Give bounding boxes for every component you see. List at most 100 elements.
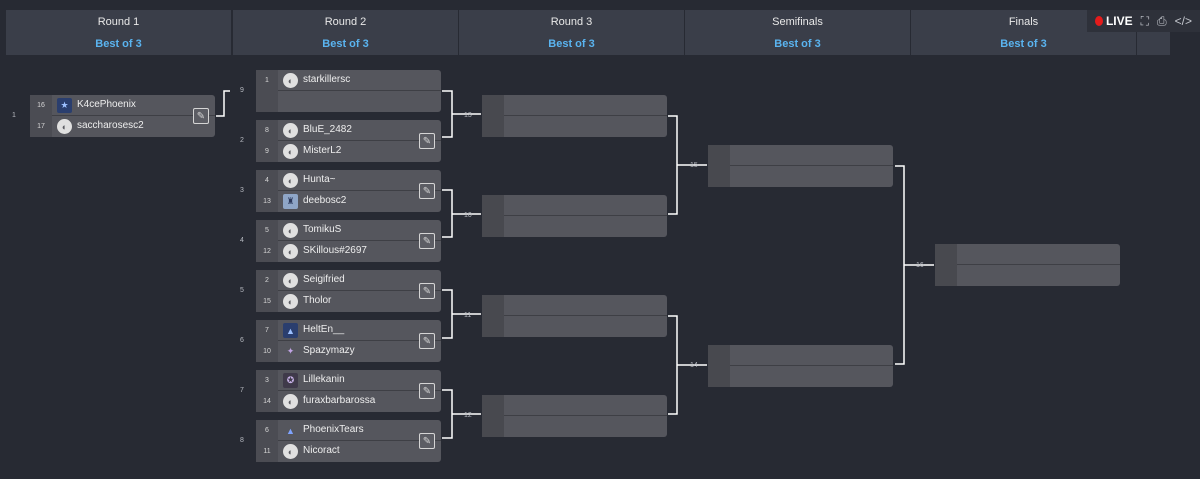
player-name[interactable]: TomikuS [303,224,342,235]
match-slot[interactable]: 17 ◐ saccharosesc2 [30,116,215,137]
match-10[interactable] [482,195,667,237]
match-7[interactable]: 3 ✪ Lillekanin 14 ◐ furaxbarbarossa ✎ [256,370,441,412]
match-slot[interactable] [708,145,893,166]
match-slot[interactable] [482,116,667,137]
seed-number [256,91,278,112]
edit-match-icon[interactable]: ✎ [419,233,435,249]
player-name[interactable]: PhoenixTears [303,424,364,435]
match-slot[interactable]: 11 ◐ Nicoract [256,441,441,462]
match-13[interactable] [482,95,667,137]
match-slot[interactable] [935,244,1120,265]
player-name[interactable]: MisterL2 [303,145,342,156]
round-name: Round 3 [550,16,593,28]
match-slot[interactable] [482,316,667,337]
match-3[interactable]: 4 ◐ Hunta~ 13 ♜ deebosc2 ✎ [256,170,441,212]
match-number: 1 [12,112,16,119]
match-slot[interactable]: 15 ◐ Tholor [256,291,441,312]
match-9[interactable]: 1 ◐ starkillersc [256,70,441,112]
seed-number [482,295,504,316]
player-name[interactable]: saccharosesc2 [77,120,144,131]
match-5[interactable]: 2 ◐ Seigifried 15 ◐ Tholor ✎ [256,270,441,312]
match-12[interactable] [482,395,667,437]
match-number: 2 [240,137,244,144]
round-header-2: Round 2 Best of 3 [233,10,458,55]
match-slot[interactable] [482,95,667,116]
match-slot[interactable]: 10 ✦ Spazymazy [256,341,441,362]
match-slot[interactable] [482,295,667,316]
match-2[interactable]: 8 ◐ BluE_2482 9 ◐ MisterL2 ✎ [256,120,441,162]
match-slot[interactable]: 1 ◐ starkillersc [256,70,441,91]
player-name[interactable]: deebosc2 [303,195,347,206]
match-slot[interactable] [482,416,667,437]
live-label[interactable]: LIVE [1105,14,1133,28]
player-name[interactable]: BluE_2482 [303,124,352,135]
match-slot[interactable]: 12 ◐ SKillous#2697 [256,241,441,262]
match-slot[interactable] [482,195,667,216]
print-icon[interactable]: ⎙ [1157,13,1167,28]
match-slot[interactable] [256,91,441,112]
seed-number: 2 [256,270,278,291]
match-slot[interactable]: 4 ◐ Hunta~ [256,170,441,191]
match-slot[interactable]: 7 ▲ HeltEn__ [256,320,441,341]
player-name[interactable]: Tholor [303,295,332,306]
edit-match-icon[interactable]: ✎ [193,108,209,124]
player-avatar: ▲ [286,425,295,436]
match-number: 8 [240,437,244,444]
edit-match-icon[interactable]: ✎ [419,433,435,449]
edit-match-icon[interactable]: ✎ [419,283,435,299]
match-14[interactable] [708,345,893,387]
player-name[interactable]: starkillersc [303,74,351,85]
fullscreen-icon[interactable]: ⛶ [1140,13,1150,28]
match-16[interactable] [935,244,1120,286]
match-11[interactable] [482,295,667,337]
match-number: 16 [916,262,924,269]
match-number: 14 [690,362,698,369]
player-name[interactable]: Nicoract [303,445,340,456]
player-name[interactable]: Hunta~ [303,174,336,185]
match-slot[interactable] [708,345,893,366]
match-slot[interactable] [935,265,1120,286]
player-name[interactable]: Spazymazy [303,345,355,356]
match-slot[interactable] [482,216,667,237]
match-4[interactable]: 5 ◐ TomikuS 12 ◐ SKillous#2697 ✎ [256,220,441,262]
match-number: 15 [690,162,698,169]
match-slot[interactable]: 6 ▲ PhoenixTears [256,420,441,441]
default-avatar-icon: ◐ [283,244,298,259]
match-6[interactable]: 7 ▲ HeltEn__ 10 ✦ Spazymazy ✎ [256,320,441,362]
seed-number: 15 [256,291,278,312]
match-slot[interactable] [708,166,893,187]
round-name: Round 2 [324,16,367,28]
match-slot[interactable]: 14 ◐ furaxbarbarossa [256,391,441,412]
match-slot[interactable]: 5 ◐ TomikuS [256,220,441,241]
embed-code-icon[interactable]: </> [1174,14,1192,28]
player-name[interactable]: Seigifried [303,274,345,285]
match-slot[interactable] [482,395,667,416]
seed-number [708,366,730,387]
match-slot[interactable]: 8 ◐ BluE_2482 [256,120,441,141]
seed-number [708,345,730,366]
match-slot[interactable]: 9 ◐ MisterL2 [256,141,441,162]
player-name[interactable]: furaxbarbarossa [303,395,376,406]
live-indicator-icon [1095,16,1103,26]
player-name[interactable]: Lillekanin [303,374,345,385]
match-slot[interactable]: 2 ◐ Seigifried [256,270,441,291]
player-name[interactable]: K4cePhoenix [77,99,136,110]
match-15[interactable] [708,145,893,187]
round-header-1: Round 1 Best of 3 [6,10,231,55]
round-header-3: Round 3 Best of 3 [459,10,684,55]
match-number: 12 [464,412,472,419]
match-slot[interactable]: 16 ★ K4cePhoenix [30,95,215,116]
match-slot[interactable] [708,366,893,387]
edit-match-icon[interactable]: ✎ [419,133,435,149]
edit-match-icon[interactable]: ✎ [419,383,435,399]
match-slot[interactable]: 3 ✪ Lillekanin [256,370,441,391]
player-name[interactable]: SKillous#2697 [303,245,367,256]
player-avatar: ★ [57,98,72,113]
match-slot[interactable]: 13 ♜ deebosc2 [256,191,441,212]
player-name[interactable]: HeltEn__ [303,324,345,335]
match-8[interactable]: 6 ▲ PhoenixTears 11 ◐ Nicoract ✎ [256,420,441,462]
edit-match-icon[interactable]: ✎ [419,183,435,199]
edit-match-icon[interactable]: ✎ [419,333,435,349]
player-avatar: ♜ [283,194,298,209]
match-1[interactable]: 16 ★ K4cePhoenix 17 ◐ saccharosesc2 ✎ [30,95,215,137]
